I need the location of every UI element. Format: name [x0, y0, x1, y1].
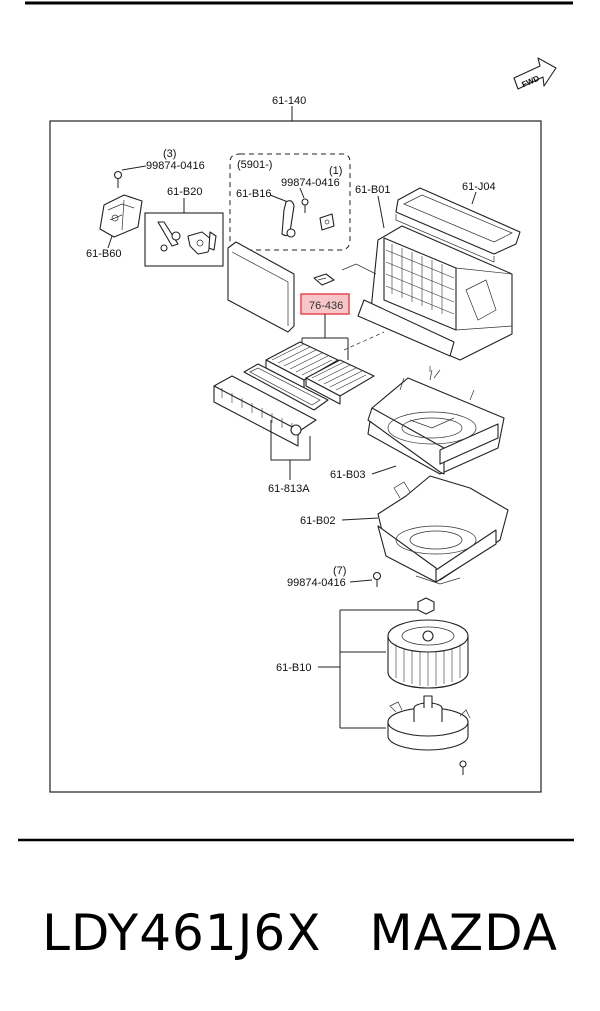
actuator-links-icon: [157, 221, 217, 255]
blower-motor-icon: [387, 695, 471, 751]
filter-panel-icon: [227, 241, 295, 333]
label-screw-bottom-qty: (7): [333, 565, 346, 577]
label-main-assembly: 61-140: [272, 95, 306, 107]
link-part-icon: [281, 200, 335, 238]
fwd-arrow-icon: FWD: [513, 57, 557, 90]
filter-frame-icon: [213, 363, 329, 447]
label-screw-variant: 99874-0416: [281, 177, 340, 189]
actuator-motor-icon: [99, 194, 143, 238]
screw-variant-icon: [301, 198, 309, 213]
label-case-lower: 61-B02: [300, 515, 335, 527]
footer-title: LDY461J6X MAZDA: [0, 888, 600, 978]
case-lower-icon: [377, 475, 509, 585]
label-variant-note: (5901-): [237, 159, 272, 171]
assembly-frame: [49, 120, 542, 793]
label-actuator-group: 61-B20: [167, 186, 202, 198]
clip-icon: [417, 597, 435, 615]
screw-bottom-icon: [372, 571, 382, 587]
screw-motor-icon: [459, 760, 467, 775]
case-mid-icon: [367, 369, 505, 475]
label-screw-top: 99874-0416: [146, 160, 205, 172]
upper-case-icon: [357, 225, 513, 361]
footer-part-number: LDY461J6X: [42, 904, 322, 962]
screw-top-icon: [113, 170, 123, 188]
blower-fan-wheel-icon: [387, 619, 469, 689]
footer-brand: MAZDA: [369, 904, 558, 962]
variant-dashed-box: [229, 153, 351, 251]
cabin-filter-right-icon: [305, 359, 375, 405]
label-screw-top-qty: (3): [163, 148, 176, 160]
label-highlighted-part: 76-436: [309, 300, 343, 312]
actuator-group-box: [144, 212, 224, 267]
label-seal: 61-J04: [462, 181, 496, 193]
label-upper-case: 61-B01: [355, 184, 390, 196]
label-link: 61-B16: [236, 188, 271, 200]
label-case-mid: 61-B03: [330, 469, 365, 481]
label-actuator: 61-B60: [86, 248, 121, 260]
label-filter-group: 61-813A: [268, 483, 310, 495]
small-clip-icon: [313, 273, 335, 286]
label-blower-motor: 61-B10: [276, 662, 311, 674]
seal-gasket-icon: [395, 187, 521, 263]
label-screw-variant-qty: (1): [329, 165, 342, 177]
label-screw-bottom: 99874-0416: [287, 577, 346, 589]
